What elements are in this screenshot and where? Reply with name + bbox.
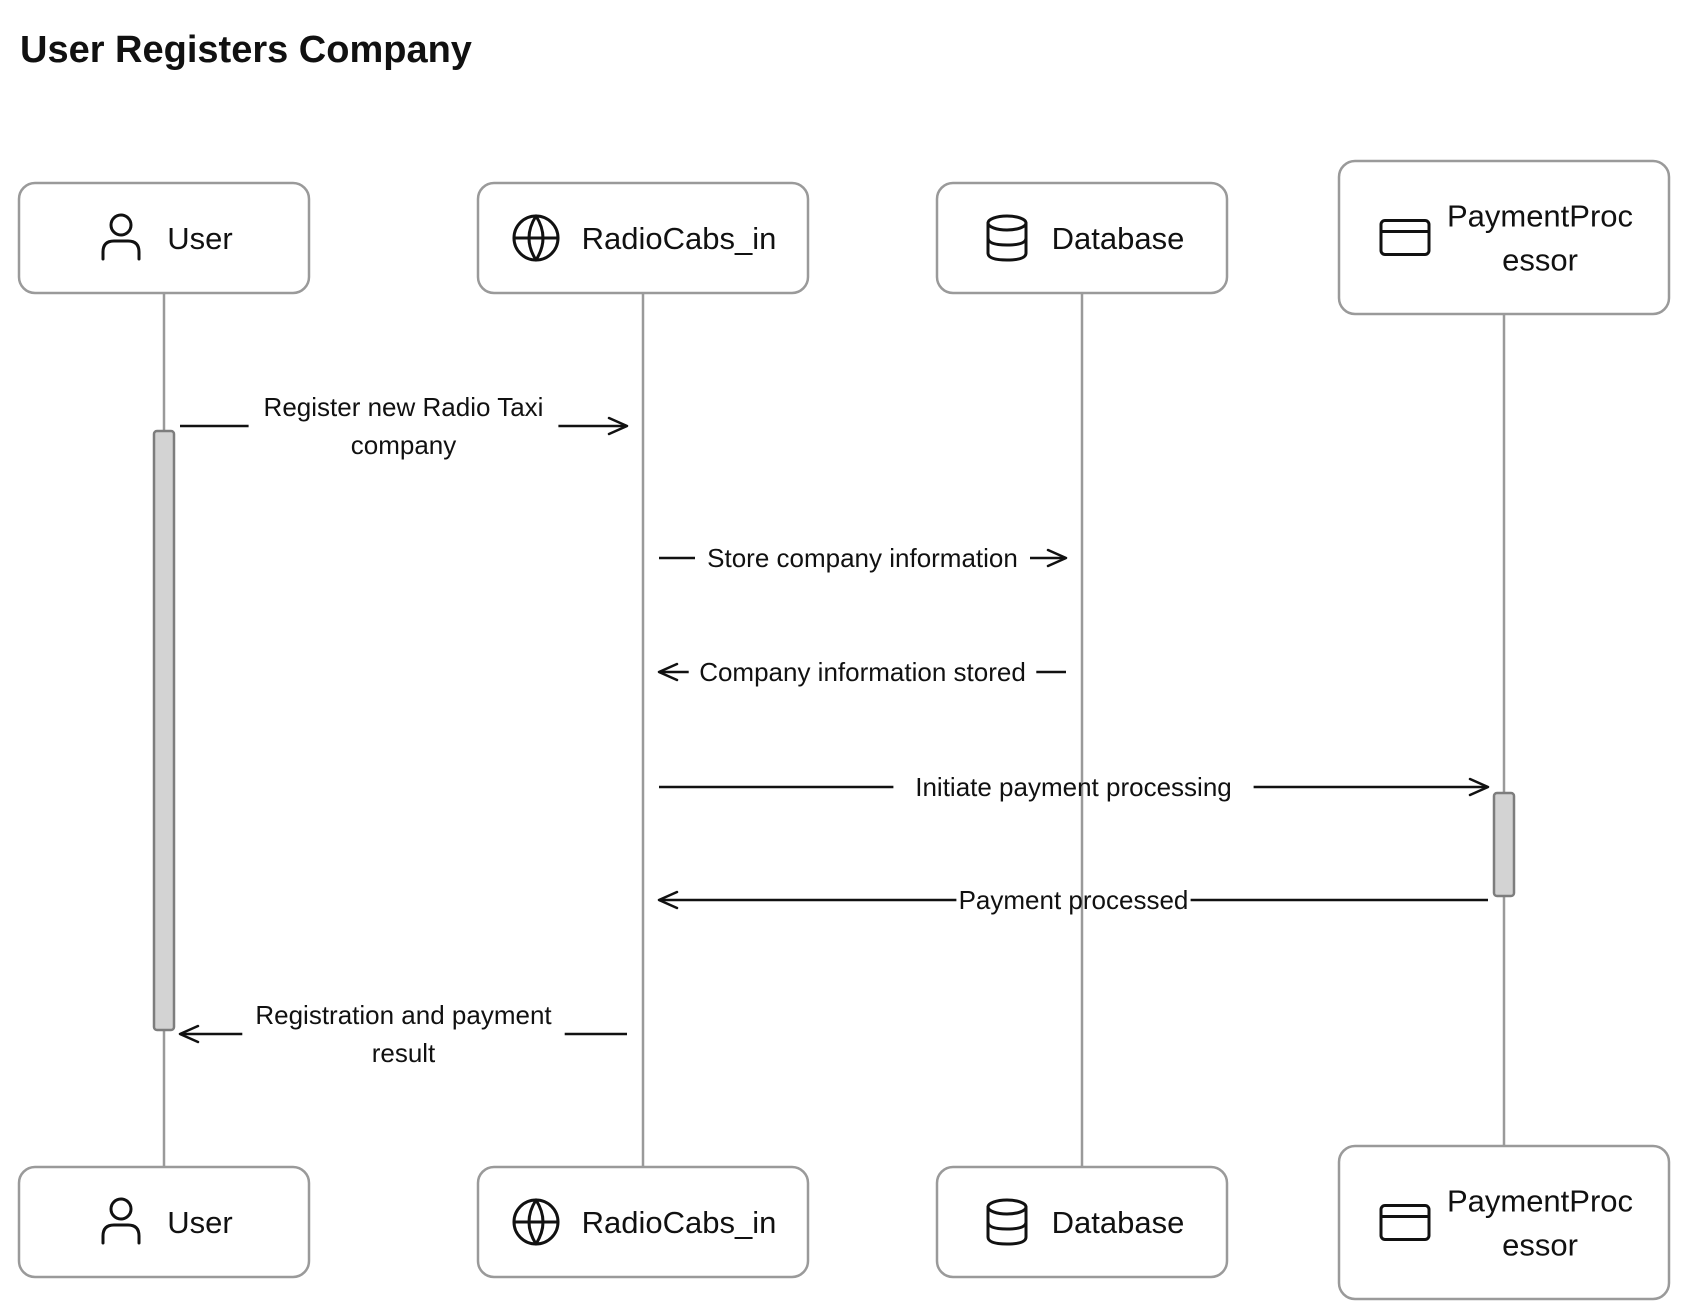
participant-name: PaymentProc <box>1447 199 1633 234</box>
message-2: Store company information <box>659 543 1068 573</box>
participant-payment-bottom[interactable]: PaymentProc essor <box>1337 1144 1671 1301</box>
arrowhead <box>657 662 679 682</box>
arrowhead <box>1046 548 1068 568</box>
participant-radiocabs-top[interactable]: RadioCabs_in <box>476 181 810 295</box>
arrowhead <box>1468 777 1490 797</box>
credit-card-icon <box>1379 219 1431 256</box>
participant-name: User <box>167 1205 232 1240</box>
message-label: Initiate payment processing <box>915 772 1232 802</box>
arrowhead <box>607 416 629 436</box>
participant-box <box>935 1165 1229 1279</box>
diagram-title: User Registers Company <box>20 29 472 71</box>
globe-icon <box>512 214 560 262</box>
participant-box <box>1337 1144 1671 1301</box>
participant-name: Database <box>1052 221 1185 256</box>
participant-payment-top[interactable]: PaymentProc essor <box>1337 159 1671 316</box>
participant-database-top[interactable]: Database <box>935 181 1229 295</box>
activation-bar-user <box>152 429 176 1032</box>
participant-name: Database <box>1052 1205 1185 1240</box>
database-icon <box>986 1198 1028 1246</box>
message-label: Register new Radio Taxi <box>264 392 544 422</box>
arrowhead <box>178 1024 200 1044</box>
arrowhead <box>657 890 679 910</box>
participant-name: PaymentProc <box>1447 1184 1633 1219</box>
message-5: Payment processed <box>657 885 1488 915</box>
message-1: Register new Radio Taxi company <box>180 392 629 460</box>
participant-box <box>935 181 1229 295</box>
participant-user-bottom[interactable]: User <box>17 1165 311 1279</box>
participant-user-top[interactable]: User <box>17 181 311 295</box>
message-label: result <box>372 1038 436 1068</box>
participant-name: RadioCabs_in <box>582 1205 777 1240</box>
message-6: Registration and payment result <box>178 1000 627 1068</box>
participant-box <box>17 1165 311 1279</box>
participant-radiocabs-bottom[interactable]: RadioCabs_in <box>476 1165 810 1279</box>
database-icon <box>986 214 1028 262</box>
user-icon <box>101 213 141 261</box>
message-4: Initiate payment processing <box>659 772 1490 802</box>
message-label: Company information stored <box>699 657 1026 687</box>
participant-box <box>476 181 810 295</box>
participant-box <box>17 181 311 295</box>
participant-name: User <box>167 221 232 256</box>
participant-database-bottom[interactable]: Database <box>935 1165 1229 1279</box>
participant-box <box>476 1165 810 1279</box>
message-label: Store company information <box>707 543 1018 573</box>
message-3: Company information stored <box>657 657 1066 687</box>
message-label: Registration and payment <box>255 1000 552 1030</box>
participant-name: essor <box>1502 243 1578 278</box>
globe-icon <box>512 1198 560 1246</box>
credit-card-icon <box>1379 1204 1431 1241</box>
user-icon <box>101 1197 141 1245</box>
activation-bar-payment <box>1492 791 1516 898</box>
participant-name: RadioCabs_in <box>582 221 777 256</box>
message-label: company <box>351 430 457 460</box>
participant-name: essor <box>1502 1228 1578 1263</box>
message-label: Payment processed <box>959 885 1189 915</box>
participant-box <box>1337 159 1671 316</box>
